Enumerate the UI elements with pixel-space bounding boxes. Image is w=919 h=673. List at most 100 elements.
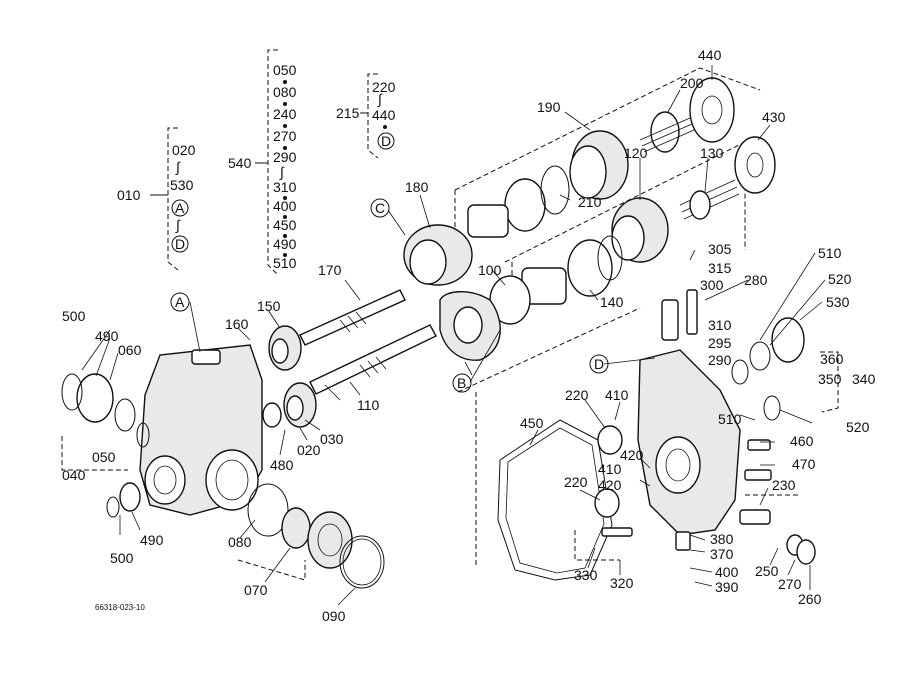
callout-200: 200	[680, 75, 704, 91]
center-cover	[594, 289, 816, 565]
callout-180: 180	[405, 179, 429, 195]
callout-labels: 440 200 190 430 120 130 210 180 C 170 10…	[62, 47, 876, 624]
callout-210: 210	[578, 194, 602, 210]
group-540-item-5: 290	[273, 149, 297, 165]
callout-060: 060	[118, 342, 142, 358]
callout-310: 310	[708, 317, 732, 333]
callout-090: 090	[322, 608, 346, 624]
callout-120: 120	[624, 145, 648, 161]
group-010-item-1: 020	[172, 142, 196, 158]
callout-370: 370	[710, 546, 734, 562]
callout-420-upper: 420	[620, 447, 644, 463]
group-010: 010 020 ∫ 530 A ∫ D	[117, 127, 196, 271]
group-215-ref: 215	[336, 105, 360, 121]
callout-050: 050	[92, 449, 116, 465]
pump-motor-upper	[403, 77, 776, 361]
group-215-item-3: D	[381, 133, 391, 149]
group-540-item-8: 450	[273, 217, 297, 233]
shafts	[262, 289, 437, 428]
callout-110: 110	[357, 397, 380, 413]
callout-490-lower: 490	[140, 532, 164, 548]
callout-410-upper: 410	[605, 387, 629, 403]
callout-460: 460	[790, 433, 814, 449]
callout-500-upper: 500	[62, 308, 86, 324]
callout-520-upper: 520	[828, 271, 852, 287]
leader-lines	[81, 65, 826, 606]
callout-B: B	[457, 375, 466, 391]
callout-040: 040	[62, 467, 86, 483]
callout-440: 440	[698, 47, 722, 63]
group-010-item-3: A	[175, 200, 185, 216]
group-540-item-3: 240	[273, 106, 297, 122]
callout-160: 160	[225, 316, 249, 332]
callout-D: D	[594, 356, 604, 372]
group-215-item-2: 440	[372, 107, 396, 123]
group-540-item-2: 080	[273, 84, 297, 100]
callout-220-upper: 220	[565, 387, 589, 403]
callout-A: A	[175, 294, 185, 310]
callout-100: 100	[478, 262, 502, 278]
callout-420-lower: 420	[598, 477, 622, 493]
group-540-item-7: 400	[273, 198, 297, 214]
group-540-item-9: 490	[273, 236, 297, 252]
svg-text:∫: ∫	[377, 91, 383, 107]
callout-490-upper: 490	[95, 328, 119, 344]
callout-350: 350	[818, 371, 842, 387]
callout-305: 305	[708, 241, 732, 257]
callout-315: 315	[708, 260, 732, 276]
group-540-item-1: 050	[273, 62, 297, 78]
callout-020: 020	[297, 442, 321, 458]
callout-C: C	[375, 200, 385, 216]
svg-text:∫: ∫	[279, 164, 285, 180]
callout-330: 330	[574, 567, 598, 583]
callout-360: 360	[820, 351, 844, 367]
group-010-item-2: 530	[170, 177, 194, 193]
callout-390: 390	[715, 579, 739, 595]
group-215-item-1: 220	[372, 79, 396, 95]
callout-320: 320	[610, 575, 634, 591]
group-540-item-6: 310	[273, 179, 297, 195]
group-540: 540 050 080 240 270 290 ∫ 310 400 450 49…	[228, 49, 297, 276]
callout-530: 530	[826, 294, 850, 310]
callout-520-lower: 520	[846, 419, 870, 435]
callout-220-lower: 220	[564, 474, 588, 490]
callout-260: 260	[798, 591, 822, 607]
callout-380: 380	[710, 531, 734, 547]
callout-150: 150	[257, 298, 281, 314]
callout-470: 470	[792, 456, 816, 472]
group-215: 215 220 ∫ 440 D	[336, 73, 396, 159]
callout-280: 280	[744, 272, 768, 288]
callout-190: 190	[537, 99, 561, 115]
group-010-item-4: D	[175, 236, 185, 252]
callout-450: 450	[520, 415, 544, 431]
gear-housing	[61, 344, 385, 589]
group-010-ref: 010	[117, 187, 141, 203]
callout-270: 270	[778, 576, 802, 592]
callout-510-lower: 510	[718, 411, 742, 427]
callout-300: 300	[700, 277, 724, 293]
callout-030: 030	[320, 431, 344, 447]
gasket	[497, 419, 613, 581]
group-540-ref: 540	[228, 155, 252, 171]
callout-140: 140	[600, 294, 624, 310]
callout-295: 295	[708, 335, 732, 351]
callout-430: 430	[762, 109, 786, 125]
svg-text:∫: ∫	[175, 159, 181, 175]
group-540-item-4: 270	[273, 128, 297, 144]
callout-250: 250	[755, 563, 779, 579]
group-540-item-10: 510	[273, 255, 297, 271]
svg-text:∫: ∫	[175, 217, 181, 233]
callout-230: 230	[772, 477, 796, 493]
callout-130: 130	[700, 145, 724, 161]
callout-170: 170	[318, 262, 342, 278]
callout-070: 070	[244, 582, 268, 598]
callout-290: 290	[708, 352, 732, 368]
drawing-code: 66318-023-10	[95, 603, 145, 612]
callout-410-lower: 410	[598, 461, 622, 477]
callout-510-upper: 510	[818, 245, 842, 261]
callout-400: 400	[715, 564, 739, 580]
callout-500-lower: 500	[110, 550, 134, 566]
callout-480: 480	[270, 457, 294, 473]
